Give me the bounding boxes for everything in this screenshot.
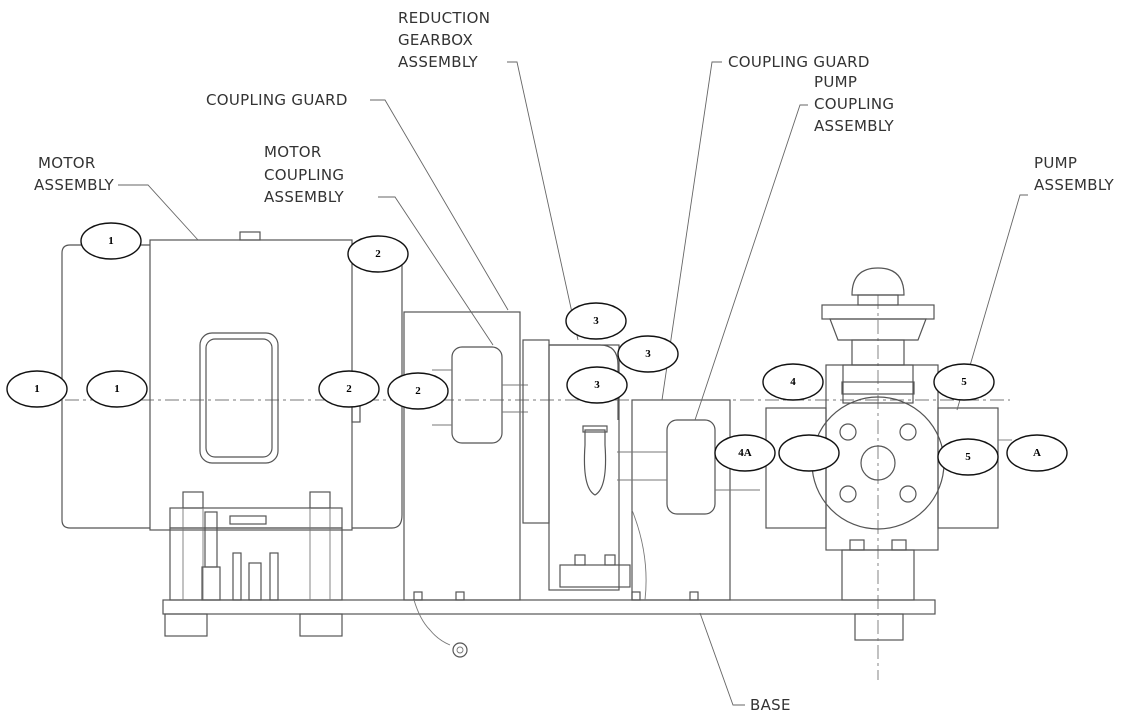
coupling-guard-left <box>403 311 521 658</box>
label-line: COUPLING GUARD <box>206 91 348 109</box>
callout-bubble-a: A <box>1006 434 1068 472</box>
label-line: MOTOR <box>38 154 96 172</box>
label-line: REDUCTION <box>398 9 490 27</box>
motor-coupling <box>432 346 528 444</box>
callout-text: 5 <box>965 451 971 463</box>
callout-text: 2 <box>375 248 381 260</box>
label-line: COUPLING <box>264 166 344 184</box>
callout-text: 2 <box>346 383 352 395</box>
label-line: PUMP <box>1034 154 1077 172</box>
base-plate <box>162 599 936 641</box>
callout-text: 1 <box>108 235 114 247</box>
callout-text: 1 <box>34 383 40 395</box>
callout-text: 2 <box>415 385 421 397</box>
callout-text: A <box>1033 447 1041 459</box>
label-pump-assembly: PUMP ASSEMBLY <box>1034 154 1114 194</box>
label-motor-coupling-assembly: MOTOR COUPLING ASSEMBLY <box>264 143 344 206</box>
callout-bubble-2: 2 <box>387 372 449 410</box>
label-reduction-gearbox-assembly: REDUCTION GEARBOX ASSEMBLY <box>398 9 490 71</box>
pump-coupling <box>617 419 760 515</box>
callout-bubble-3: 3 <box>617 335 679 373</box>
reduction-gearbox <box>522 339 631 591</box>
label-motor-assembly: MOTOR ASSEMBLY <box>34 154 114 194</box>
label-coupling-guard-left: COUPLING GUARD <box>206 91 348 109</box>
callout-text: 4 <box>790 376 796 388</box>
label-line: GEARBOX <box>398 31 473 49</box>
label-line: ASSEMBLY <box>1034 176 1114 194</box>
coupling-guard-right <box>631 399 731 601</box>
callout-bubble-3: 3 <box>566 366 628 404</box>
callout-bubble-2: 2 <box>347 235 409 273</box>
leader-lines <box>118 61 1028 706</box>
callout-text: 5 <box>961 376 967 388</box>
label-line: ASSEMBLY <box>814 117 894 135</box>
label-line: MOTOR <box>264 143 322 161</box>
label-line: BASE <box>750 696 791 714</box>
callout-bubble-1: 1 <box>80 222 142 260</box>
label-line: ASSEMBLY <box>264 188 344 206</box>
pump-assembly <box>745 267 1012 601</box>
callout-bubble-1: 1 <box>6 370 68 408</box>
callout-bubble-4: 4 <box>762 363 824 401</box>
label-pump-coupling-assembly: PUMP COUPLING ASSEMBLY <box>814 73 894 135</box>
callout-bubble-4a: 4A <box>714 434 776 472</box>
callout-bubble-1: 1 <box>86 370 148 408</box>
label-base: BASE <box>750 696 791 714</box>
label-line: ASSEMBLY <box>398 53 478 71</box>
motor-assembly <box>61 231 403 601</box>
label-line: COUPLING <box>814 95 894 113</box>
label-line: ASSEMBLY <box>34 176 114 194</box>
label-line: COUPLING GUARD <box>728 53 870 71</box>
callout-text: 1 <box>114 383 120 395</box>
label-coupling-guard-right: COUPLING GUARD <box>728 53 870 71</box>
callout-text: 3 <box>593 315 599 327</box>
callout-text: 3 <box>645 348 651 360</box>
callout-text: 4A <box>738 447 752 459</box>
callout-bubble-5: 5 <box>937 438 999 476</box>
callout-text: 3 <box>594 379 600 391</box>
callout-bubble-3: 3 <box>565 302 627 340</box>
callout-bubble-blank <box>778 434 840 472</box>
callout-bubble-2: 2 <box>318 370 380 408</box>
callout-bubble-5: 5 <box>933 363 995 401</box>
label-line: PUMP <box>814 73 857 91</box>
